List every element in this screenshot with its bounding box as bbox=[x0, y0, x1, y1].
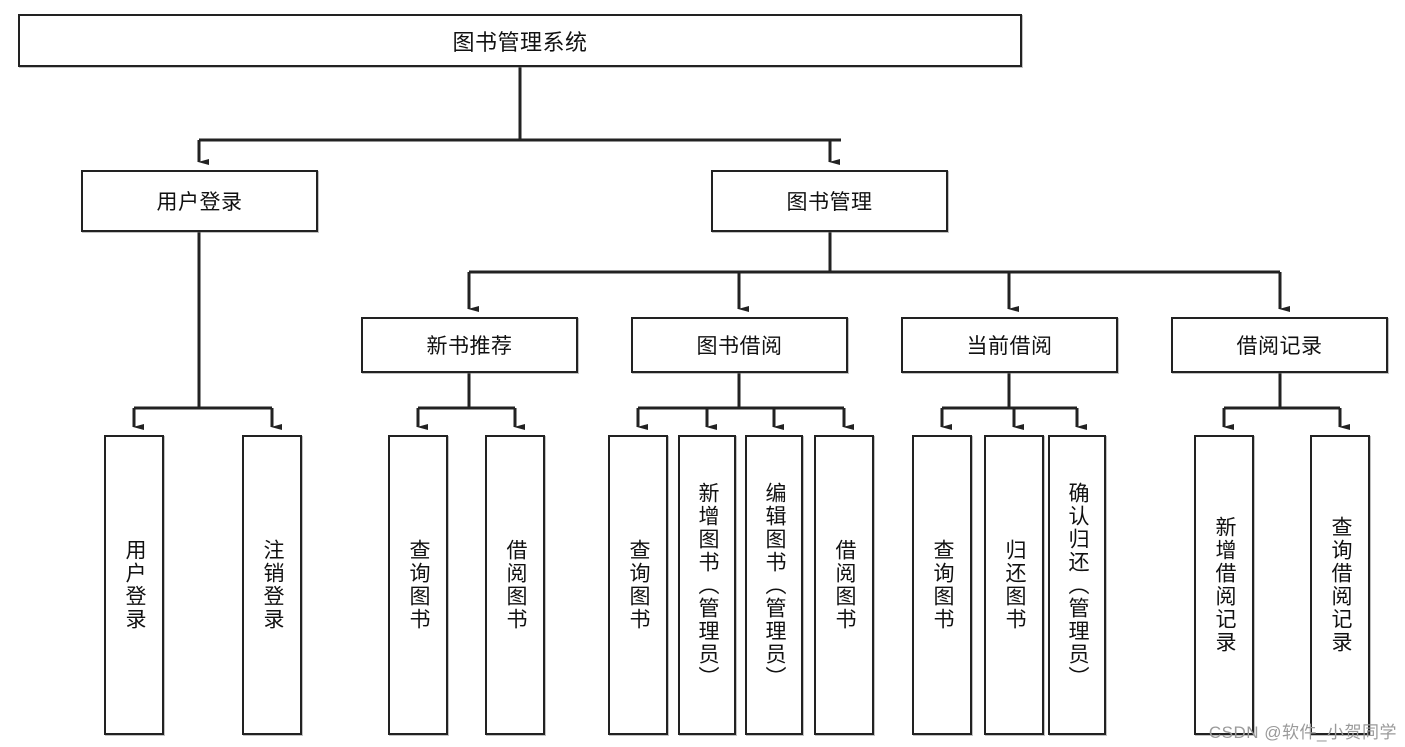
node-label: 借阅图书 bbox=[833, 539, 857, 631]
node-leaf-record-query[interactable]: 查询借阅记录 bbox=[1310, 435, 1370, 735]
node-label: 借阅记录 bbox=[1236, 335, 1323, 358]
node-leaf-user-logout[interactable]: 注销登录 bbox=[242, 435, 302, 735]
node-user-login[interactable]: 用户登录 bbox=[81, 170, 318, 232]
node-root[interactable]: 图书管理系统 bbox=[18, 14, 1022, 67]
node-leaf-user-login[interactable]: 用户登录 bbox=[104, 435, 164, 735]
node-new-book-rec[interactable]: 新书推荐 bbox=[361, 317, 578, 373]
node-label: 新增借阅记录 bbox=[1213, 516, 1237, 654]
node-leaf-current-return-book[interactable]: 归还图书 bbox=[984, 435, 1044, 735]
node-label: 确认归还（管理员） bbox=[1066, 481, 1090, 689]
node-label: 图书借阅 bbox=[696, 335, 783, 358]
node-label: 新书推荐 bbox=[426, 335, 513, 358]
node-leaf-rec-borrow-book[interactable]: 借阅图书 bbox=[485, 435, 545, 735]
node-label: 借阅图书 bbox=[504, 539, 528, 631]
node-current-borrow[interactable]: 当前借阅 bbox=[901, 317, 1118, 373]
node-label: 当前借阅 bbox=[966, 335, 1053, 358]
node-label: 查询图书 bbox=[407, 539, 431, 631]
node-label: 查询图书 bbox=[931, 539, 955, 631]
node-label: 查询图书 bbox=[627, 539, 651, 631]
node-label: 新增图书（管理员） bbox=[696, 481, 720, 689]
watermark: CSDN @软件_小贺同学 bbox=[1208, 723, 1397, 742]
node-leaf-record-add[interactable]: 新增借阅记录 bbox=[1194, 435, 1254, 735]
node-book-borrow[interactable]: 图书借阅 bbox=[631, 317, 848, 373]
node-label: 图书管理 bbox=[786, 191, 873, 214]
node-label: 编辑图书（管理员） bbox=[763, 481, 787, 689]
node-leaf-current-confirm-return[interactable]: 确认归还（管理员） bbox=[1048, 435, 1106, 735]
node-label: 用户登录 bbox=[123, 539, 147, 631]
node-label: 图书管理系统 bbox=[452, 29, 588, 55]
node-leaf-rec-query-book[interactable]: 查询图书 bbox=[388, 435, 448, 735]
node-leaf-current-query-book[interactable]: 查询图书 bbox=[912, 435, 972, 735]
node-borrow-record[interactable]: 借阅记录 bbox=[1171, 317, 1388, 373]
node-book-manage[interactable]: 图书管理 bbox=[711, 170, 948, 232]
node-leaf-borrow-query-book[interactable]: 查询图书 bbox=[608, 435, 668, 735]
node-leaf-borrow-add-book[interactable]: 新增图书（管理员） bbox=[678, 435, 736, 735]
node-label: 归还图书 bbox=[1003, 539, 1027, 631]
node-label: 查询借阅记录 bbox=[1329, 516, 1353, 654]
node-leaf-borrow-edit-book[interactable]: 编辑图书（管理员） bbox=[745, 435, 803, 735]
node-label: 用户登录 bbox=[156, 191, 243, 214]
node-label: 注销登录 bbox=[261, 539, 285, 631]
node-leaf-borrow-borrow-book[interactable]: 借阅图书 bbox=[814, 435, 874, 735]
